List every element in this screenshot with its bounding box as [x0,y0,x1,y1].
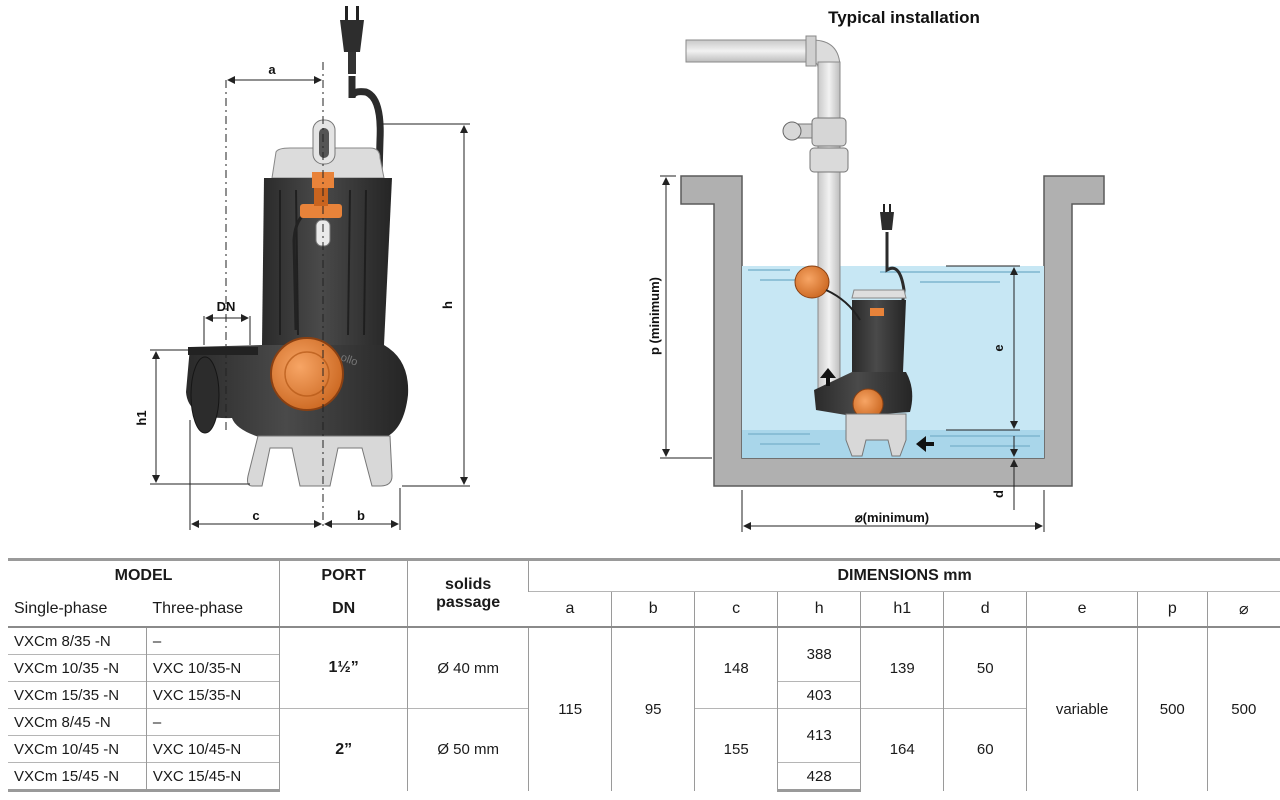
power-cable [348,76,384,211]
dim-label-pit-width: ⌀(minimum) [855,510,929,525]
single-phase-model: VXCm 15/35 -N [8,681,147,709]
technical-drawings: ollo a DN h h1 c b [134,6,1105,532]
header-col-d: d [943,591,1027,627]
header-col-h1: h1 [860,591,944,627]
flow-in-arrow [916,436,934,452]
header-dimensions: DIMENSIONS mm [528,558,1280,592]
pump-feet [247,435,393,487]
three-phase-model: VXC 15/35-N [145,681,280,709]
installation-drawing: Typical installation [647,8,1105,532]
single-phase-model: VXCm 10/35 -N [8,654,147,682]
installation-title: Typical installation [828,8,980,27]
dim-label-e: e [991,344,1006,351]
table-row: VXCm 10/35 -N VXC 10/35-N [8,654,1280,682]
value-d-45: 60 [943,708,1027,791]
power-plug [340,6,364,74]
value-h-35a: 388 [777,626,861,682]
flow-up-arrow [820,368,836,386]
value-h-45a: 413 [777,708,861,763]
three-phase-model: VXC 10/45-N [145,735,280,763]
header-dn: DN [279,591,408,627]
value-p: 500 [1136,626,1208,791]
dim-label-dn: DN [217,299,236,314]
value-d-35: 50 [943,626,1027,709]
float-switch-fitting [300,172,342,218]
value-c-45: 155 [694,708,778,791]
gate-valve [782,117,849,173]
value-a: 115 [528,626,612,791]
discharge-pipe-vertical [817,61,841,403]
header-col-e: e [1026,591,1138,627]
three-phase-model: – [145,626,280,655]
header-model: MODEL [8,558,280,592]
header-port: PORT [279,558,408,592]
table-row: VXCm 8/45 -N – 2” Ø 50 mm 155 413 164 60 [8,708,1280,791]
float-ball [270,337,344,411]
value-e: variable [1026,626,1138,791]
solids-35: Ø 40 mm [407,626,529,709]
table-row: VXCm 15/45 -N VXC 15/45-N 428 [8,762,1280,792]
header-col-b: b [611,591,695,627]
dimensions-table: MODEL PORT solids passage DIMENSIONS mm … [8,558,1280,792]
three-phase-model: – [145,708,280,736]
level-float [794,265,830,299]
single-phase-model: VXCm 8/35 -N [8,626,147,655]
dim-label-d: d [991,490,1006,498]
svg-text:ollo: ollo [339,352,359,369]
port-dn-45: 2” [279,708,408,791]
table-row: VXCm 15/35 -N VXC 15/35-N 403 [8,681,1280,709]
solids-45: Ø 50 mm [407,708,529,791]
header-col-diameter: ⌀ [1206,591,1280,627]
value-c-35: 148 [694,626,778,709]
header-col-a: a [528,591,612,627]
dim-label-p: p (minimum) [647,277,662,355]
header-col-h: h [777,591,861,627]
header-col-p: p [1136,591,1208,627]
value-h1-35: 139 [860,626,944,709]
single-phase-model: VXCm 8/45 -N [8,708,147,736]
header-solids-passage: solids passage [407,558,529,627]
table-row: VXCm 8/35 -N – 1½” Ø 40 mm 115 95 148 38… [8,626,1280,791]
table-row: VXCm 10/45 -N VXC 10/45-N [8,735,1280,763]
single-phase-model: VXCm 15/45 -N [8,762,147,792]
value-h-45b: 428 [777,762,861,792]
single-phase-model: VXCm 10/45 -N [8,735,147,763]
dim-label-b: b [357,508,365,523]
header-single-phase: Single-phase [14,599,108,617]
value-h-35b: 403 [777,681,861,709]
header-passage: passage [436,593,501,611]
dim-label-a: a [268,62,276,77]
header-col-c: c [694,591,778,627]
dim-label-h: h [440,301,455,309]
port-dn-35: 1½” [279,626,408,709]
value-h1-45: 164 [860,708,944,791]
header-solids: solids [445,575,492,593]
pump-in-pit [814,204,913,457]
dim-label-h1: h1 [134,410,149,425]
value-diameter: 500 [1206,626,1280,791]
three-phase-model: VXC 15/45-N [145,762,280,792]
value-b: 95 [611,626,695,791]
dim-label-c: c [252,508,259,523]
header-three-phase: Three-phase [152,599,244,617]
discharge-pipe-horizontal [685,39,817,63]
three-phase-model: VXC 10/35-N [145,654,280,682]
pump-dimension-drawing: ollo a DN h h1 c b [134,6,470,530]
